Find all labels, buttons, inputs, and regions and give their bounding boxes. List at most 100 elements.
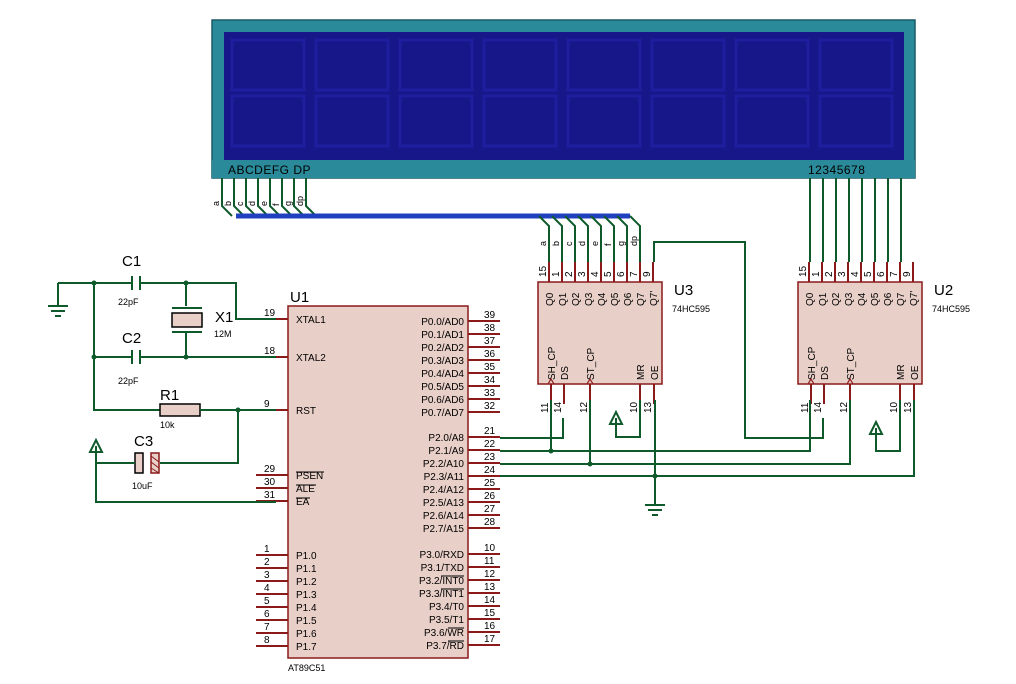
u1-left-pin-num: 19 <box>264 308 276 319</box>
u1-left-pins: 19XTAL118XTAL29RST29PSEN30ALE31EA1P1.02P… <box>256 308 326 653</box>
u1-right-pin-num: 36 <box>484 349 496 360</box>
u1-left-pin-name: P1.6 <box>296 629 317 640</box>
u1-left-pin-num: 18 <box>264 346 276 357</box>
clock-marker <box>807 377 815 385</box>
lcd-seg-wire <box>257 178 269 217</box>
sr-bottom-pin-name: DS <box>820 366 831 380</box>
sr-top-pin-name: Q3 <box>584 292 595 306</box>
c1-value: 22pF <box>118 297 139 307</box>
u1-right-pin-name: P2.2/A10 <box>423 459 465 470</box>
c1-ref: C1 <box>122 253 141 270</box>
u1-right-pin-num: 28 <box>484 517 496 528</box>
u1-right-pin-name: P2.7/A15 <box>423 524 465 535</box>
u1-right-pin-num: 12 <box>484 569 496 580</box>
c2-ref: C2 <box>122 330 141 347</box>
lcd-cell <box>230 38 306 92</box>
lcd-seg-pin-label: c <box>235 201 245 206</box>
u1-ref: U1 <box>290 289 309 306</box>
sr-top-pin-name: Q5 <box>610 292 621 306</box>
u1-right-pin-name: P3.3/INT1 <box>419 589 464 600</box>
lcd-cell <box>818 94 894 148</box>
sr-bottom-pin-name: ST_CP <box>586 347 597 380</box>
u1-right-pin-name: P3.2/INT0 <box>419 576 464 587</box>
u1-right-pin-name: P3.5/T1 <box>429 615 464 626</box>
sr-bottom-pin-num: 13 <box>643 401 654 413</box>
u1-left-pin-num: 3 <box>264 570 270 581</box>
sr-bottom-pin-num: 12 <box>579 401 590 413</box>
lcd-seg-wire <box>269 178 281 217</box>
oscillator-circuit: C1 22pF X1 12M C2 22pF R1 10k <box>48 253 276 503</box>
microcontroller-u1: U1 AT89C51 19XTAL118XTAL29RST29PSEN30ALE… <box>256 289 500 673</box>
bus-drop-wire <box>551 215 563 262</box>
r1-value: 10k <box>160 420 175 430</box>
u1-right-pin-num: 13 <box>484 582 496 593</box>
u1-right-pin-name: P0.1/AD1 <box>421 330 464 341</box>
sr-top-pin-num: 9 <box>642 271 653 277</box>
u1-right-pin-num: 25 <box>484 478 496 489</box>
u1-right-pin-name: P3.7/RD <box>426 641 464 652</box>
u1-left-pin-num: 31 <box>264 490 276 501</box>
lcd-cell <box>734 94 810 148</box>
sr-bottom-pin-name: SH_CP <box>807 346 818 380</box>
sr-body <box>537 281 663 385</box>
lcd-cell <box>650 38 726 92</box>
lcd-seg-wire <box>233 178 245 217</box>
u1-right-pin-num: 39 <box>484 310 496 321</box>
lcd-digit-label: 12345678 <box>808 163 865 177</box>
u1-right-pin-num: 15 <box>484 608 496 619</box>
bus-drop-wire <box>590 215 602 262</box>
bus-drop-wire <box>577 215 589 262</box>
lcd-cell <box>566 94 642 148</box>
digit-wires <box>809 178 902 262</box>
sr-top-pin-num: 3 <box>577 271 588 277</box>
sr-top-pin-name: Q7 <box>896 292 907 306</box>
u1-right-pin-name: P2.1/A9 <box>428 446 464 457</box>
u1-right-pin-num: 33 <box>484 388 496 399</box>
sr-top-pin-num: 15 <box>798 265 809 277</box>
u1-left-pin-num: 4 <box>264 583 270 594</box>
crystal-x1: X1 12M <box>171 283 233 357</box>
u3-seg-label: g <box>616 241 626 246</box>
u1-right-pin-num: 35 <box>484 362 496 373</box>
u1-left-pin-num: 8 <box>264 635 270 646</box>
u3-seg-label: c <box>564 241 574 246</box>
bus-drop-wire <box>564 215 576 262</box>
u3-seg-label: e <box>590 241 600 246</box>
sr-top-pin-num: 6 <box>876 271 887 277</box>
lcd-display: ABCDEFG DP 12345678 <box>211 19 916 179</box>
u1-left-pin-name: RST <box>296 406 316 417</box>
u1-right-pin-name: P3.0/RXD <box>420 550 464 561</box>
u1-left-pin-name: ALE <box>296 484 315 495</box>
bus-drop-wire <box>603 215 615 262</box>
sr-top-pin-name: Q1 <box>818 292 829 306</box>
sr-top-pin-name: Q0 <box>805 292 816 306</box>
sr-bottom-pin-name: SH_CP <box>547 346 558 380</box>
sr-body <box>797 281 923 385</box>
lcd-seg-pin-label: a <box>211 201 221 206</box>
u1-right-pin-num: 14 <box>484 595 496 606</box>
sr-bottom-pin-num: 12 <box>839 401 850 413</box>
sr-top-pin-num: 2 <box>564 271 575 277</box>
sr-top-pin-name: Q7 <box>636 292 647 306</box>
sr-bottom-pin-num: 13 <box>903 401 914 413</box>
u1-right-pin-num: 34 <box>484 375 496 386</box>
sr-top-pin-num: 15 <box>538 265 549 277</box>
sr-top-pin-name: Q7' <box>909 291 920 306</box>
c3-value: 10uF <box>132 481 153 491</box>
u3-seg-label: a <box>538 241 548 246</box>
sr-top-pin-name: Q6 <box>883 292 894 306</box>
u1-right-pin-num: 11 <box>484 556 495 567</box>
u1-right-pin-name: P0.3/AD3 <box>421 356 464 367</box>
u1-left-pin-name: P1.0 <box>296 551 317 562</box>
sr-bottom-pin-name: MR <box>636 364 647 380</box>
sr-top-pin-num: 5 <box>863 271 874 277</box>
lcd-seg-wire <box>221 178 233 217</box>
sr-bottom-pin-name: OE <box>910 365 921 380</box>
lcd-seg-wire <box>281 178 293 217</box>
sr-bottom-pin-name: ST_CP <box>846 347 857 380</box>
u1-left-pin-name: P1.2 <box>296 577 317 588</box>
sr-top-pin-num: 3 <box>837 271 848 277</box>
sr-top-pin-name: Q3 <box>844 292 855 306</box>
